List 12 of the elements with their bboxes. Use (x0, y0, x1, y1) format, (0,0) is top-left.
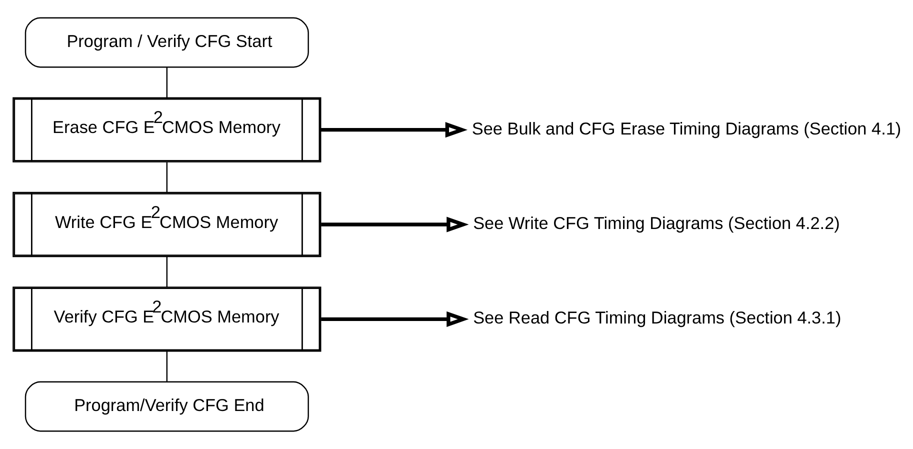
node-box: Program / Verify CFG Start (24, 17, 309, 68)
arrow (321, 216, 469, 232)
node-text: See Bulk and CFG Erase Timing Diagrams (Section 4.1) (472, 118, 902, 138)
connector (166, 67, 168, 98)
connector (166, 256, 168, 288)
node-box: Program/Verify CFG End (24, 381, 309, 432)
arrow (321, 311, 469, 327)
node-text: See Write CFG Timing Diagrams (Section 4.2.2) (473, 213, 840, 234)
arrow (321, 122, 468, 138)
node-text: See Read CFG Timing Diagrams (Section 4.3.1) (473, 308, 842, 328)
connector (166, 352, 168, 382)
connector (166, 162, 168, 192)
